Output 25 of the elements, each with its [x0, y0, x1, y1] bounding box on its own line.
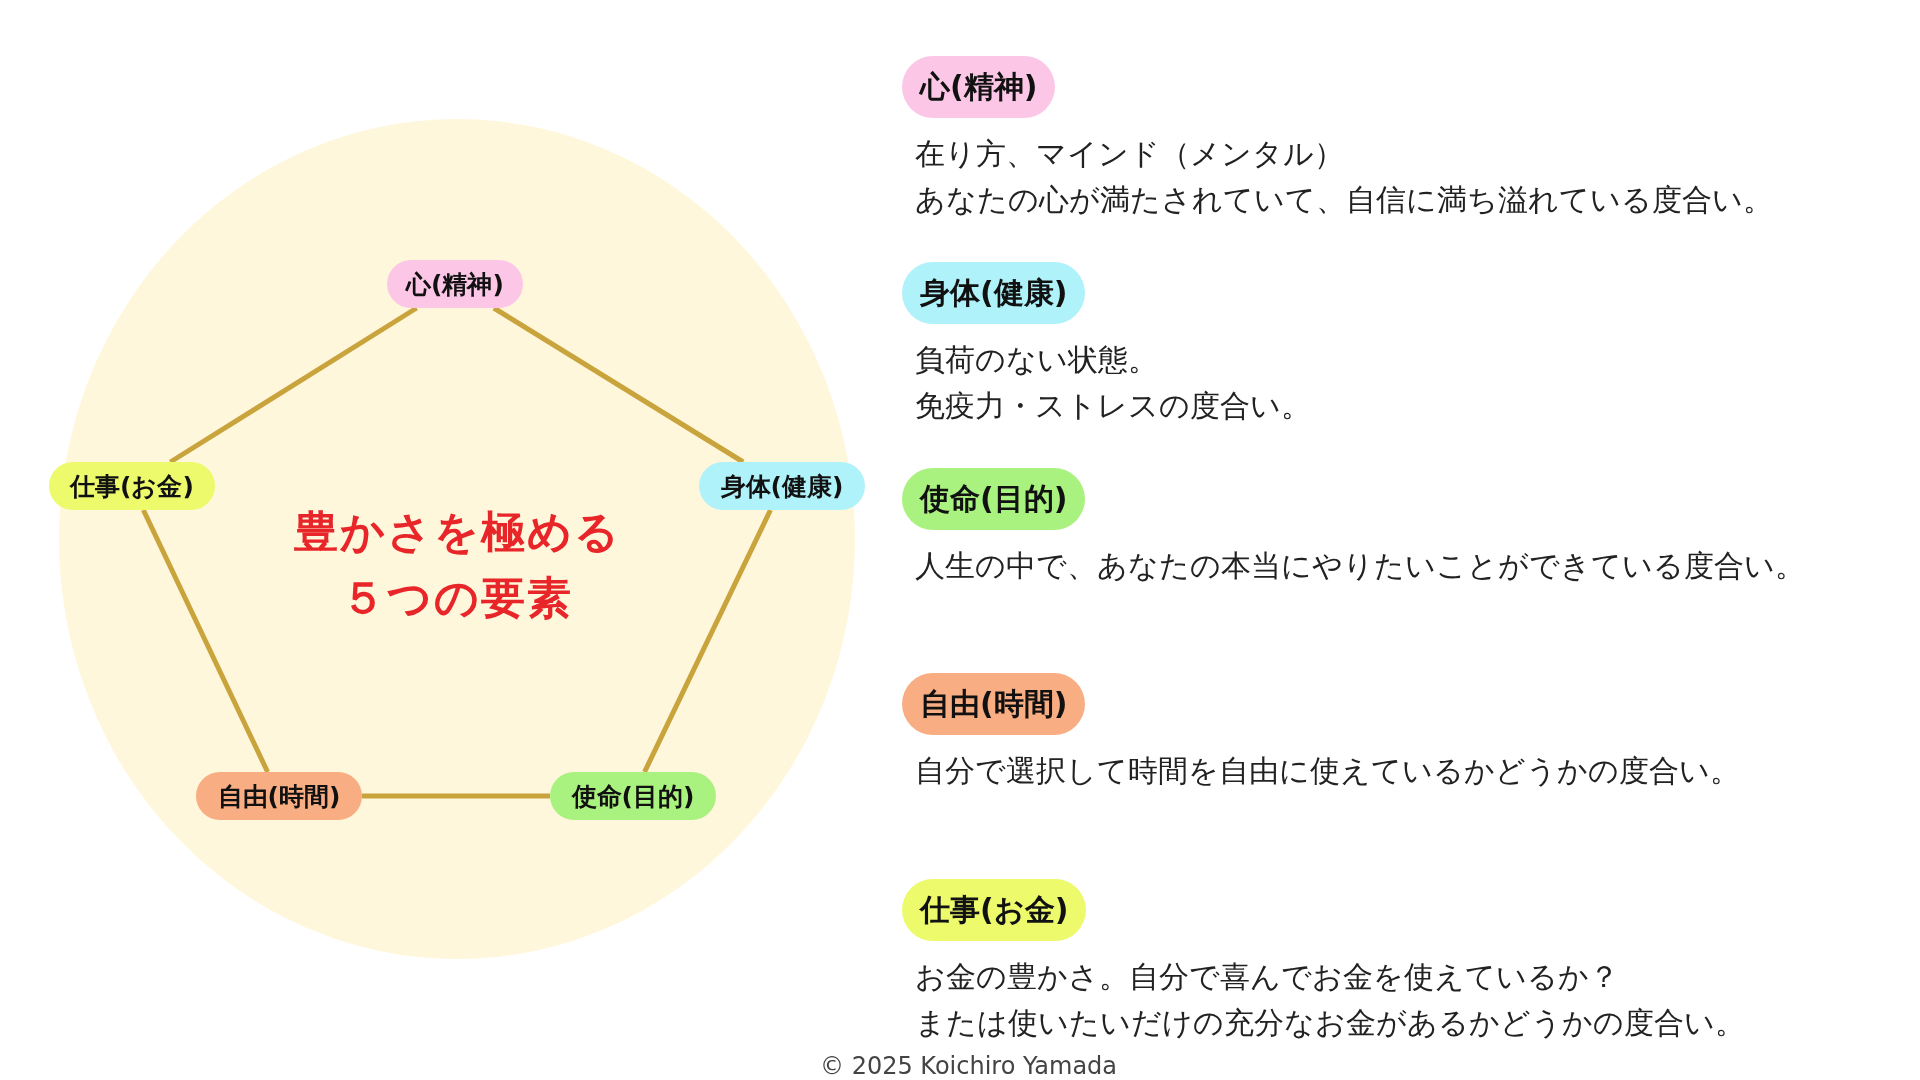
connector-line [492, 305, 745, 465]
category-pill: 使命(目的) [550, 772, 716, 820]
category-pill: 自由(時間) [902, 673, 1086, 735]
description-text: 免疫力・ストレスの度合い。 [915, 388, 1311, 424]
category-pill: 心(精神) [902, 56, 1056, 118]
description-text: 負荷のない状態。 [915, 342, 1158, 378]
copyright-text: © 2025 Koichiro Yamada [820, 1052, 1118, 1080]
connector-line [169, 305, 418, 465]
category-pill: 身体(健康) [699, 462, 865, 510]
description-text: 在り方、マインド（メンタル） [915, 136, 1344, 172]
description-text: 自分で選択して時間を自由に使えているかどうかの度合い。 [915, 753, 1740, 789]
category-pill: 使命(目的) [902, 468, 1086, 530]
description-text: または使いたいだけの充分なお金があるかどうかの度合い。 [915, 1005, 1745, 1041]
connector-line [642, 508, 773, 774]
category-pill: 自由(時間) [196, 772, 362, 820]
connector-line [141, 508, 270, 774]
description-text: あなたの心が満たされていて、自信に満ち溢れている度合い。 [915, 182, 1773, 218]
category-pill: 仕事(お金) [49, 462, 215, 510]
center-title: 豊かさを極める５つの要素 [292, 505, 622, 625]
connector-line [362, 793, 550, 799]
category-pill: 心(精神) [387, 260, 523, 308]
description-text: お金の豊かさ。自分で喜んでお金を使えているか？ [915, 959, 1619, 995]
description-text: 人生の中で、あなたの本当にやりたいことができている度合い。 [915, 548, 1805, 584]
category-pill: 仕事(お金) [902, 879, 1087, 941]
category-pill: 身体(健康) [902, 262, 1086, 324]
